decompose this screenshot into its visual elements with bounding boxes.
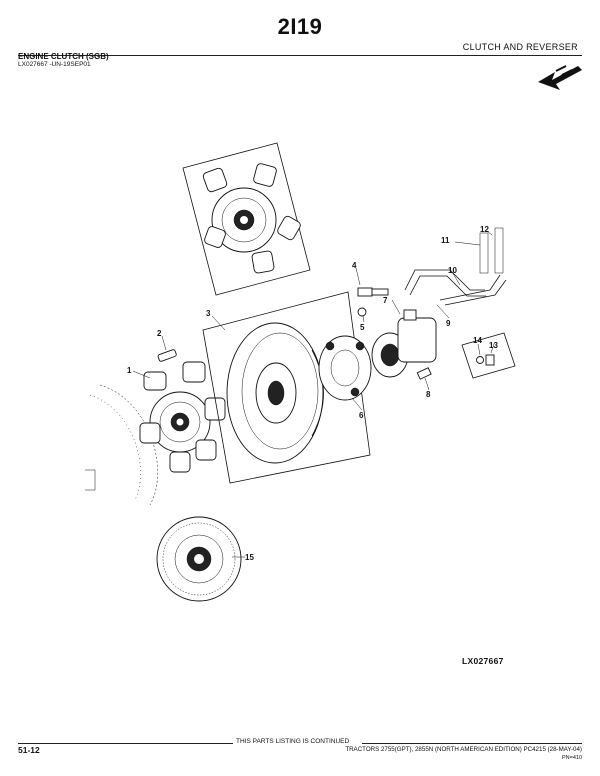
callout-9: 9 <box>446 319 451 328</box>
leader-lines <box>132 230 495 558</box>
direction-arrow-icon <box>538 65 582 90</box>
callout-13: 13 <box>489 341 498 350</box>
figure-id: LX027667 <box>462 656 504 666</box>
callout-1: 1 <box>127 366 132 375</box>
callout-3: 3 <box>206 309 211 318</box>
callout-14: 14 <box>473 336 482 345</box>
callout-15: 15 <box>245 553 254 562</box>
footer-rule-left <box>18 743 233 744</box>
section-title: CLUTCH AND REVERSER <box>462 42 578 52</box>
part-8-bolt <box>416 367 432 380</box>
callout-8: 8 <box>426 390 431 399</box>
flywheel <box>85 384 158 506</box>
callout-11: 11 <box>441 236 450 245</box>
parts-subtitle: LX027667 -UN-19SEP01 <box>18 61 91 68</box>
callout-7: 7 <box>383 296 388 305</box>
part-4-bolt <box>357 287 389 297</box>
callout-2: 2 <box>157 329 162 338</box>
callout-4: 4 <box>352 261 357 270</box>
part-5-washer <box>357 307 367 317</box>
hydraulic-lines <box>404 227 507 306</box>
part-6-release-plate <box>318 335 372 401</box>
page-reference: 51-12 <box>18 745 40 755</box>
part-3-pressure-plate <box>202 291 371 484</box>
part-1-clutch-disc <box>139 361 226 473</box>
part-7-release-bearing <box>371 309 437 378</box>
callout-labels: 1 2 3 4 5 6 7 8 9 10 11 12 13 14 15 <box>127 225 498 562</box>
callout-10: 10 <box>448 266 457 275</box>
page-number: 2I19 <box>277 14 323 39</box>
part-15-clutch-disc <box>156 516 242 602</box>
part-13-14-fittings <box>461 332 516 379</box>
footer-publication-line: TRACTORS 2755(GPT), 2855N (NORTH AMERICA… <box>345 746 582 753</box>
inset-clutch-disc <box>182 142 311 296</box>
parts-title: ENGINE CLUTCH (SGB) <box>18 52 109 61</box>
header-rule <box>18 55 582 56</box>
footer-rule-right <box>362 743 582 744</box>
footer-pn: PN=410 <box>561 755 582 761</box>
callout-5: 5 <box>360 323 365 332</box>
continued-notice: THIS PARTS LISTING IS CONTINUED <box>236 738 350 745</box>
part-2-pin <box>157 349 177 362</box>
callout-6: 6 <box>359 411 364 420</box>
callout-12: 12 <box>480 225 489 234</box>
